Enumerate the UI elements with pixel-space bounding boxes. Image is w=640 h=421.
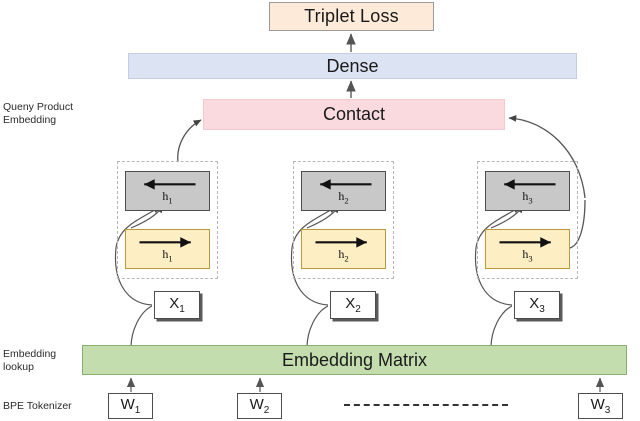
dense-node[interactable]: Dense bbox=[128, 53, 577, 79]
bilstm-group-2: h2 h2 bbox=[293, 161, 394, 279]
forward-lstm-cell-2[interactable]: h2 bbox=[301, 229, 386, 269]
triplet-loss-node[interactable]: Triplet Loss bbox=[269, 2, 434, 31]
forward-hidden-label-3: h3 bbox=[522, 247, 533, 264]
left-arrow-icon bbox=[320, 179, 372, 190]
backward-lstm-cell-3[interactable]: h3 bbox=[485, 171, 570, 211]
right-arrow-icon bbox=[499, 237, 551, 248]
w2-label: W2 bbox=[249, 396, 270, 416]
backward-hidden-label-3: h3 bbox=[522, 189, 533, 206]
forward-hidden-label-2: h2 bbox=[338, 247, 349, 264]
embedding-matrix-node[interactable]: Embedding Matrix bbox=[82, 345, 627, 375]
w1-label: W1 bbox=[120, 396, 141, 416]
arrow-group1-to-contact bbox=[177, 119, 202, 163]
arrow-embmatrix-to-x2 bbox=[306, 305, 329, 349]
forward-lstm-cell-3[interactable]: h3 bbox=[485, 229, 570, 269]
backward-hidden-label-1: h1 bbox=[162, 189, 173, 206]
query-product-embedding-label: Queny Product Embedding bbox=[3, 101, 74, 126]
left-arrow-icon bbox=[504, 179, 556, 190]
bilstm-group-3: h3 h3 bbox=[477, 161, 578, 279]
token-ellipsis bbox=[344, 404, 508, 407]
triplet-loss-label: Triplet Loss bbox=[304, 6, 399, 26]
bilstm-group-1: h1 h1 bbox=[117, 161, 218, 279]
arrow-embmatrix-to-x3 bbox=[490, 305, 513, 349]
embedding-vector-x2[interactable]: X2 bbox=[330, 291, 376, 319]
token-w1[interactable]: W1 bbox=[108, 393, 153, 419]
dense-label: Dense bbox=[326, 55, 379, 76]
left-arrow-icon bbox=[144, 179, 196, 190]
backward-hidden-label-2: h2 bbox=[338, 189, 349, 206]
token-w3[interactable]: W3 bbox=[578, 393, 623, 419]
bpe-tokenizer-label: BPE Tokenizer bbox=[3, 400, 72, 412]
backward-lstm-cell-2[interactable]: h2 bbox=[301, 171, 386, 211]
embedding-vector-x3[interactable]: X3 bbox=[514, 291, 560, 319]
contact-node[interactable]: Contact bbox=[203, 99, 505, 130]
right-arrow-icon bbox=[139, 237, 191, 248]
w3-label: W3 bbox=[590, 396, 611, 416]
contact-label: Contact bbox=[322, 104, 386, 124]
x1-label: X1 bbox=[169, 295, 185, 315]
forward-lstm-cell-1[interactable]: h1 bbox=[125, 229, 210, 269]
right-arrow-icon bbox=[315, 237, 367, 248]
x2-label: X2 bbox=[345, 295, 361, 315]
backward-lstm-cell-1[interactable]: h1 bbox=[125, 171, 210, 211]
token-w2[interactable]: W2 bbox=[237, 393, 282, 419]
embedding-vector-x1[interactable]: X1 bbox=[154, 291, 200, 319]
x3-label: X3 bbox=[529, 295, 545, 315]
embedding-lookup-label: Embedding lookup bbox=[3, 348, 57, 373]
arrow-embmatrix-to-x1 bbox=[130, 305, 153, 349]
embedding-matrix-label: Embedding Matrix bbox=[281, 349, 428, 370]
forward-hidden-label-1: h1 bbox=[162, 247, 173, 264]
